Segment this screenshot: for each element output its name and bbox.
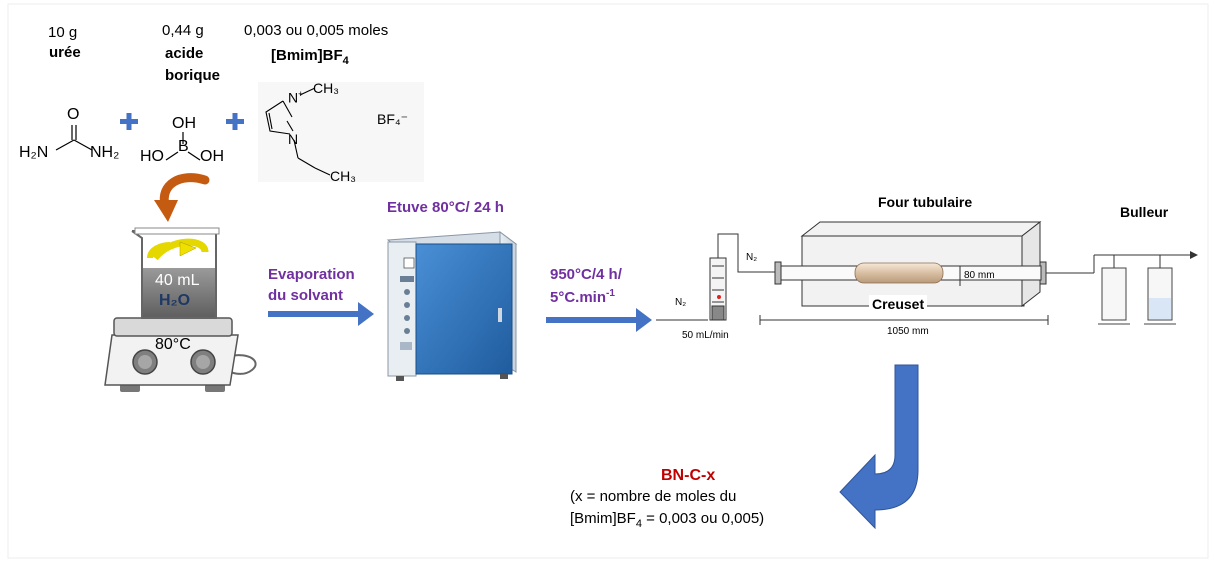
bmim-structure — [265, 87, 331, 176]
product-desc-1: (x = nombre de moles du — [570, 488, 737, 505]
hotplate-temp: 80°C — [155, 336, 191, 353]
boric-acid-structure — [165, 132, 201, 161]
crucible-icon — [854, 262, 944, 284]
bmim-ch3: CH₃ — [330, 168, 356, 184]
plus-icon — [120, 113, 138, 130]
il-qty: 0,003 ou 0,005 moles — [244, 22, 389, 39]
oven-icon — [386, 231, 518, 381]
boric-name-1: acide — [165, 45, 204, 62]
urea-name: urée — [49, 44, 81, 61]
flow-label: 50 mL/min — [682, 330, 729, 341]
bmim-n: N — [288, 131, 299, 147]
urea-structure — [55, 125, 93, 151]
boric-oh-top: OH — [172, 115, 196, 132]
product-name: BN-C-x — [661, 467, 716, 484]
crucible-label: Creuset — [869, 295, 928, 313]
plus-icon — [226, 113, 244, 130]
height-label: 80 mm — [964, 270, 995, 281]
arrow-right-icon — [546, 308, 652, 332]
etuve-label: Etuve 80°C/ 24 h — [387, 199, 504, 216]
n2-top-label: N₂ — [746, 252, 758, 263]
beaker-icon — [131, 227, 220, 319]
urea-nh2: NH₂ — [90, 144, 120, 161]
bmim-methyl: CH₃ — [313, 80, 339, 96]
arrow-right-icon — [268, 302, 374, 326]
n2-inlet-label: N₂ — [675, 297, 687, 308]
pyrolysis-line2: 5°C.min-1 — [550, 288, 615, 306]
boric-name-2: borique — [165, 67, 220, 84]
il-name: [Bmim]BF4 — [271, 47, 349, 67]
bubbler-icon — [1098, 267, 1176, 325]
furnace-title: Four tubulaire — [878, 194, 973, 210]
boric-oh-left: HO — [140, 148, 164, 165]
length-label: 1050 mm — [887, 326, 929, 337]
urea-qty: 10 g — [48, 24, 78, 41]
evaporation-line2: du solvant — [268, 287, 344, 304]
bubbler-label: Bulleur — [1120, 204, 1169, 220]
pyrolysis-line1: 950°C/4 h/ — [550, 266, 622, 283]
hotplate-icon — [104, 317, 257, 392]
bmim-anion: BF₄⁻ — [377, 111, 408, 127]
arrow-down-left-icon — [839, 364, 919, 530]
urea-h2n: H₂N — [19, 144, 49, 161]
bmim-n-plus: N+ — [288, 89, 304, 106]
boric-b: B — [178, 138, 189, 155]
beaker-volume: 40 mL — [155, 272, 200, 289]
beaker-solvent: H₂O — [159, 292, 191, 309]
product-desc-2: [Bmim]BF4 = 0,003 ou 0,005) — [570, 510, 765, 530]
evaporation-line1: Evaporation — [268, 266, 355, 283]
addition-arrow-icon — [154, 173, 210, 222]
boric-oh-right: OH — [200, 148, 224, 165]
boric-qty: 0,44 g — [162, 22, 204, 39]
urea-o: O — [67, 106, 80, 123]
